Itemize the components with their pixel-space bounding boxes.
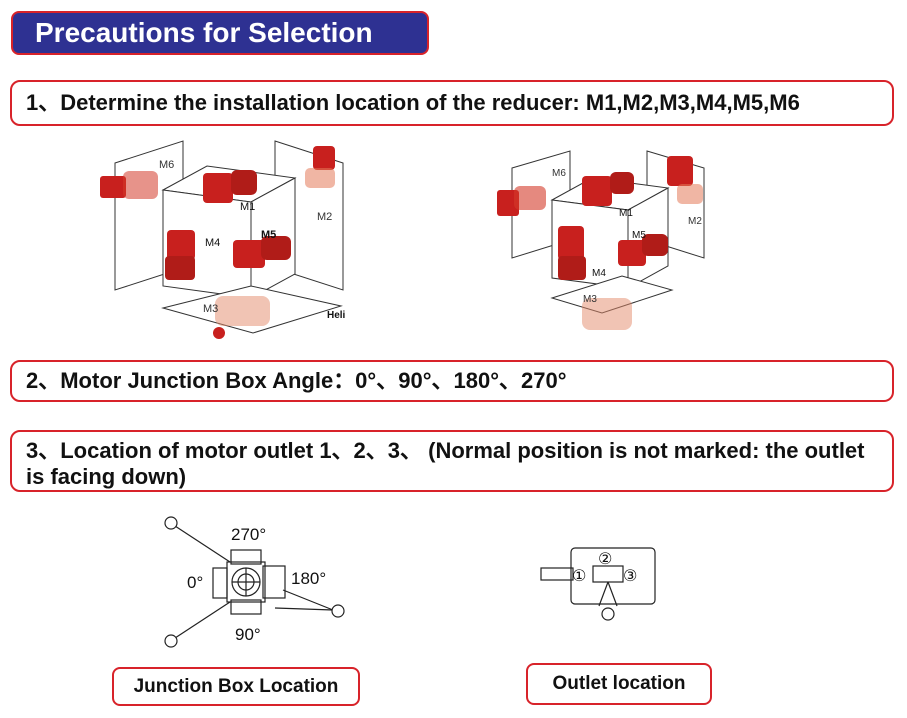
mounting-diagram-right: M6 M1 M2 M5 M4 M3 <box>497 150 705 330</box>
label-m3: M3 <box>583 294 597 305</box>
outlet-caption: Outlet location <box>526 663 712 705</box>
outlet-marker-icon <box>164 516 345 648</box>
label-m2: M2 <box>317 211 332 223</box>
label-m6: M6 <box>159 159 174 171</box>
label-m4: M4 <box>592 268 606 279</box>
angle-270: 270° <box>231 525 266 544</box>
step-2-junction-box-angle: 2、Motor Junction Box Angle：0°、90°、180°、2… <box>10 360 894 402</box>
step-1-installation-location: 1、Determine the installation location of… <box>10 80 894 126</box>
label-m6: M6 <box>552 168 566 179</box>
gearmotor-icon <box>100 146 335 339</box>
label-m1: M1 <box>619 208 633 219</box>
label-m3: M3 <box>203 303 218 315</box>
angle-90: 90° <box>235 625 261 644</box>
page-title: Precautions for Selection <box>11 11 429 55</box>
junction-box-caption: Junction Box Location <box>112 667 360 706</box>
label-m2: M2 <box>688 216 702 227</box>
outlet-position-3: ③ <box>623 568 637 585</box>
gearmotor-icon <box>497 156 703 330</box>
label-m1: M1 <box>240 201 255 213</box>
step-3-motor-outlet-location: 3、Location of motor outlet 1、2、3、 (Norma… <box>10 430 894 492</box>
outlet-position-2: ② <box>598 551 612 568</box>
junction-box-diagram: 270° 0° 180° 90° <box>164 516 345 648</box>
angle-180: 180° <box>291 569 326 588</box>
outlet-position-1: ① <box>572 568 586 585</box>
outlet-diagram: ① ② ③ <box>540 547 656 621</box>
label-m5: M5 <box>632 230 646 241</box>
brand-label: Heli <box>327 310 346 321</box>
angle-0: 0° <box>187 573 203 592</box>
mounting-diagram-left: M6 M1 M2 M4 M5 M3 Heli <box>100 140 346 339</box>
outlet-marker-icon <box>601 607 615 621</box>
label-m5: M5 <box>261 229 276 241</box>
label-m4: M4 <box>205 237 220 249</box>
